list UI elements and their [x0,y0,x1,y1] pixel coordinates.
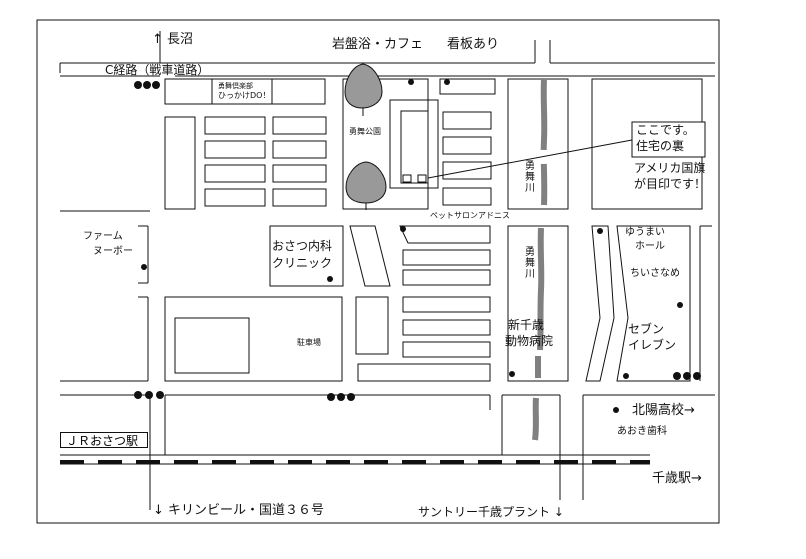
here-callout-box [631,121,706,158]
seven-eleven-label-2: イレブン [628,338,677,352]
clinic-label-2: クリニック [272,256,333,270]
signal-icon [143,81,151,89]
yuumai-hall-label-2: ホール [635,241,665,252]
signboard-label: 看板あり [447,37,500,52]
marker-dot-icon [400,226,406,232]
house-club-label-2: ひっかけDO！ [218,91,271,100]
parking-label: 駐車場 [297,338,321,347]
tree-icon [344,63,383,116]
signal-icon [152,81,160,89]
yuumai-hall-block [616,225,691,382]
marker-dot-icon [677,302,683,308]
map-frame [36,19,720,524]
signal-icon [347,393,355,401]
marker-dot-icon [141,264,147,270]
farm-label-1: ファーム [83,231,123,242]
marker-dot-icon [444,79,450,85]
marker-dot-icon [623,373,629,379]
tree-icon [345,161,387,210]
signal-icon [673,372,681,380]
signal-icon [683,372,691,380]
here-callout-line2: 住宅の裏 [636,139,685,153]
signal-icon [145,391,153,399]
river-label-north: 勇舞川 [522,160,534,193]
signal-icon [337,393,345,401]
yubetsu-river-north [540,79,548,206]
here-callout-line1: ここです。 [636,123,695,137]
park-label: 勇舞公園 [349,127,381,136]
suntory-direction: サントリー千歳プラント ↓ [418,505,564,519]
osatsu-clinic [269,225,344,287]
signal-icon [327,393,335,401]
jr-osatsu-station-label: ＪＲおさつ駅 [60,432,148,448]
kirin-direction: ↓ キリンビール・国道３６号 [153,503,325,518]
hokuyo-school-direction: 北陽高校→ [632,403,695,418]
aoki-dental-label: あおき歯科 [617,426,667,437]
marker-dot-icon [597,228,603,234]
clinic-label-1: おさつ内科 [272,239,333,253]
animal-hospital-block [507,225,569,382]
flag-note-line2: が目印です！ [634,177,707,191]
here-callout-leader [427,139,633,179]
signal-icon [156,391,164,399]
yubetsu-river-south [537,227,545,351]
chiisanaame-label: ちいさなめ [630,268,680,279]
naganuma-direction: ↑ 長沼 [152,32,194,47]
river-label-south: 勇舞川 [522,246,534,279]
marker-dot-icon [613,407,619,413]
target-house [400,110,429,184]
animal-hospital-label-1: 新千歳 [508,318,545,332]
animal-hospital-label-2: 動物病院 [505,334,554,348]
chitose-station-direction: 千歳駅→ [652,471,702,486]
seven-eleven-label-1: セブン [628,322,665,336]
pet-salon-building [399,225,491,244]
signal-icon [134,81,142,89]
marker-dot-icon [408,79,414,85]
marker-dot-icon [509,371,515,377]
c-road-label: C経路（戦車道路） [105,63,210,77]
marker-dot-icon [327,276,333,282]
farm-label-2: ヌーボー [93,246,133,257]
signal-icon [693,372,701,380]
house-club-building [164,78,326,105]
ganbanyoku-cafe-label: 岩盤浴・カフェ [332,37,424,52]
pet-salon-label: ペットサロンアドニス [430,211,510,220]
signal-icon [134,391,142,399]
yuumai-hall-label-1: ゆうまい [625,227,665,238]
house-club-label-1: 勇舞倶楽部 [218,82,253,90]
flag-note-line1: アメリカ国旗 [634,161,706,175]
parking-block [164,296,343,382]
